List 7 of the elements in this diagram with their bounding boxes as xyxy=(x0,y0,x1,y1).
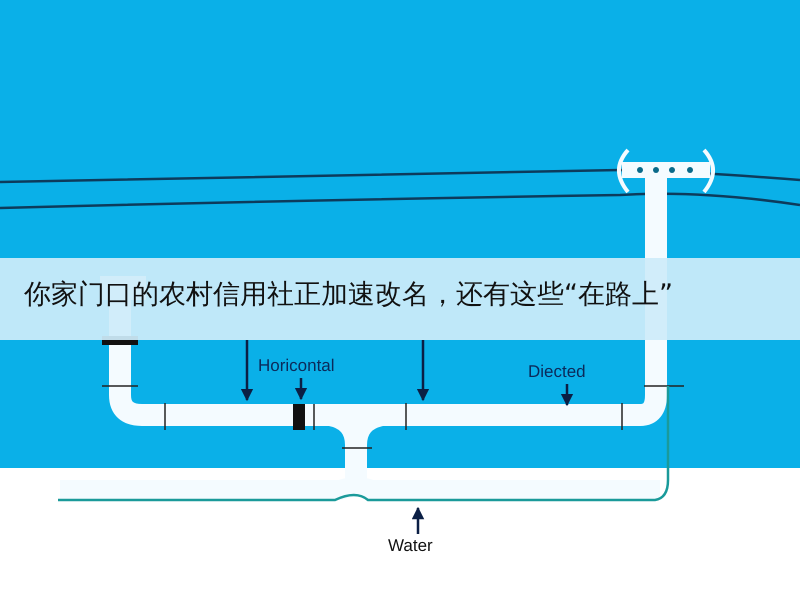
callout-label: Water xyxy=(388,536,433,556)
callout-label: Diected xyxy=(528,362,586,382)
leader-arrow xyxy=(412,506,424,534)
headline-text: 你家门口的农村信用社正加速改名，还有这些“在路上” xyxy=(24,278,673,312)
callout-label: Horicontal xyxy=(258,356,335,376)
leader-arrow xyxy=(294,378,308,400)
leader-arrow xyxy=(560,384,574,406)
